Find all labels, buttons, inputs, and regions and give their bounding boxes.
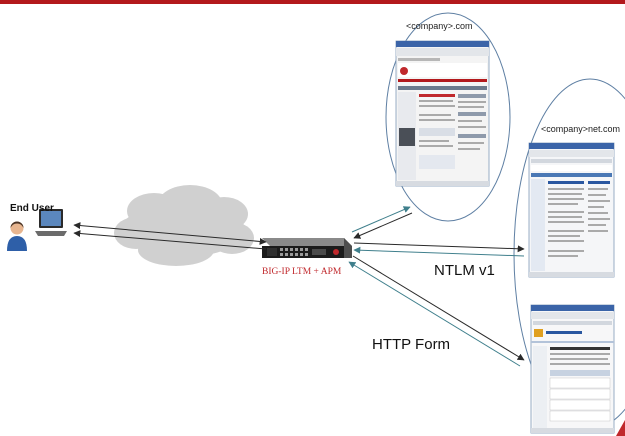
site-label-company-com: <company>.com xyxy=(406,21,473,31)
warning-corner-icon xyxy=(616,420,625,436)
arrow-lb-to-site3 xyxy=(352,255,525,361)
arrow-site2-to-lb xyxy=(353,246,525,257)
arrow-site1-to-lb xyxy=(353,212,413,239)
network-device-icon xyxy=(262,238,352,258)
arrow-user-to-cloud xyxy=(73,222,267,245)
arrow-site3-to-lb xyxy=(348,261,521,367)
site-label-companynet-com: <company>net.com xyxy=(541,124,621,134)
browser-screenshot-icon xyxy=(395,40,490,187)
browser-screenshot-icon xyxy=(528,142,615,278)
browser-screenshot-icon xyxy=(530,304,615,434)
load-balancer-label: BIG-IP LTM + APM xyxy=(262,267,342,277)
top-accent-bar xyxy=(0,0,625,4)
site-ellipse-company-com xyxy=(385,12,511,222)
end-user-label: End User xyxy=(10,203,54,214)
ntlm-connection-label: NTLM v1 xyxy=(434,262,495,279)
laptop-icon xyxy=(35,209,67,236)
arrow-lb-to-site2 xyxy=(353,242,525,253)
cloud-icon xyxy=(114,185,254,266)
arrow-lb-to-site1 xyxy=(351,206,411,233)
arrow-lb-to-cloud xyxy=(73,230,267,250)
user-icon xyxy=(7,221,27,251)
http-form-connection-label: HTTP Form xyxy=(372,336,451,353)
